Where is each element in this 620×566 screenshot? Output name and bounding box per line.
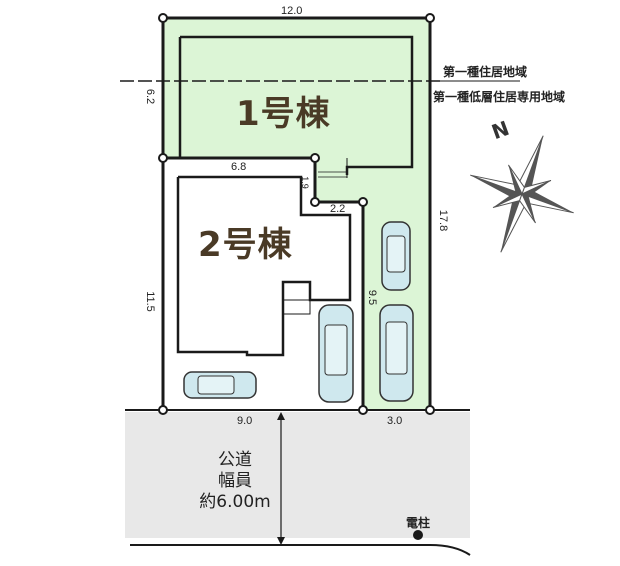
zoning-lower-label: 第一種低層住居専用地域 xyxy=(433,90,566,104)
dim-lot2-top: 6.8 xyxy=(231,161,247,173)
zoning-upper-label: 第一種住居地域 xyxy=(443,65,528,79)
road-label-line2: 幅員 xyxy=(218,471,252,491)
building-1-label: 1号棟 xyxy=(236,94,331,134)
dim-bottom-left: 9.0 xyxy=(237,415,253,427)
dim-lot2-left: 11.5 xyxy=(143,291,156,312)
compass-rose-icon xyxy=(470,135,574,253)
dim-top-width: 12.0 xyxy=(281,5,303,17)
utility-pole-label: 電柱 xyxy=(406,516,431,530)
dim-bottom-right: 3.0 xyxy=(387,415,403,427)
road-area xyxy=(125,412,470,538)
dim-left-upper: 6.2 xyxy=(144,88,157,105)
building-2-label: 2号棟 xyxy=(198,225,293,265)
dim-driveway-height: 9.5 xyxy=(366,289,379,306)
road-width: 約6.00m xyxy=(199,492,271,512)
car-icon xyxy=(183,221,414,403)
dim-right-full: 17.8 xyxy=(437,209,450,232)
road-label: 公道 幅員 約6.00m xyxy=(190,450,280,513)
utility-pole-icon xyxy=(413,530,423,540)
boundary-markers xyxy=(158,13,435,415)
dim-step-small: 1.9 xyxy=(299,176,310,189)
road-label-line1: 公道 xyxy=(218,450,252,470)
dim-step-width: 2.2 xyxy=(330,203,346,215)
